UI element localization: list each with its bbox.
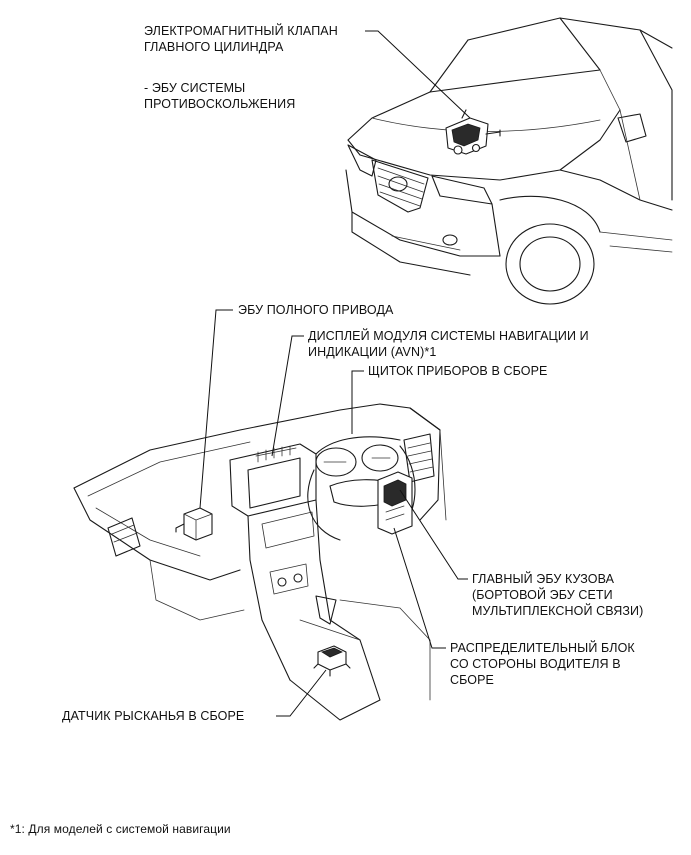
footnote: *1: Для моделей с системой навигации <box>10 822 231 836</box>
label-line: ПРОТИВОСКОЛЬЖЕНИЯ <box>144 97 296 111</box>
yaw-rate-sensor-part <box>313 645 351 677</box>
label-line: ДИСПЛЕЙ МОДУЛЯ СИСТЕМЫ НАВИГАЦИИ И <box>308 329 589 343</box>
combination-meter-label: ЩИТОК ПРИБОРОВ В СБОРЕ <box>368 363 547 379</box>
label-line: - ЭБУ СИСТЕМЫ <box>144 81 246 95</box>
label-line: ЭЛЕКТРОМАГНИТНЫЙ КЛАПАН <box>144 24 338 38</box>
label-line: ИНДИКАЦИИ (AVN)*1 <box>308 345 437 359</box>
driver-junction-block-label: РАСПРЕДЕЛИТЕЛЬНЫЙ БЛОК СО СТОРОНЫ ВОДИТЕ… <box>450 640 635 688</box>
master-cylinder-solenoid-part <box>445 109 501 155</box>
label-line: СБОРЕ <box>450 673 494 687</box>
label-line: РАСПРЕДЕЛИТЕЛЬНЫЙ БЛОК <box>450 641 635 655</box>
navigation-display-label: ДИСПЛЕЙ МОДУЛЯ СИСТЕМЫ НАВИГАЦИИ И ИНДИК… <box>308 328 589 360</box>
yaw-rate-sensor-label: ДАТЧИК РЫСКАНЬЯ В СБОРЕ <box>62 708 244 724</box>
dashboard-illustration <box>73 403 447 721</box>
main-body-ecu-part <box>377 471 413 535</box>
label-line: ЭБУ ПОЛНОГО ПРИВОДА <box>238 303 394 317</box>
main-body-ecu-label: ГЛАВНЫЙ ЭБУ КУЗОВА (БОРТОВОЙ ЭБУ СЕТИ МУ… <box>472 571 643 619</box>
skid-control-ecu-label: - ЭБУ СИСТЕМЫ ПРОТИВОСКОЛЬЖЕНИЯ <box>144 80 295 112</box>
four-wd-ecu-label: ЭБУ ПОЛНОГО ПРИВОДА <box>238 302 393 318</box>
label-line: СО СТОРОНЫ ВОДИТЕЛЯ В <box>450 657 621 671</box>
label-line: ГЛАВНЫЙ ЭБУ КУЗОВА <box>472 572 615 586</box>
four-wd-ecu-part <box>175 507 213 541</box>
label-line: ЩИТОК ПРИБОРОВ В СБОРЕ <box>368 364 548 378</box>
label-line: МУЛЬТИПЛЕКСНОЙ СВЯЗИ) <box>472 604 644 618</box>
label-line: ДАТЧИК РЫСКАНЬЯ В СБОРЕ <box>62 709 245 723</box>
leader-lines <box>199 30 471 717</box>
vehicle-illustration <box>345 17 673 305</box>
label-line: ГЛАВНОГО ЦИЛИНДРА <box>144 40 284 54</box>
label-line: (БОРТОВОЙ ЭБУ СЕТИ <box>472 588 613 602</box>
master-cylinder-solenoid-label: ЭЛЕКТРОМАГНИТНЫЙ КЛАПАН ГЛАВНОГО ЦИЛИНДР… <box>144 23 338 55</box>
